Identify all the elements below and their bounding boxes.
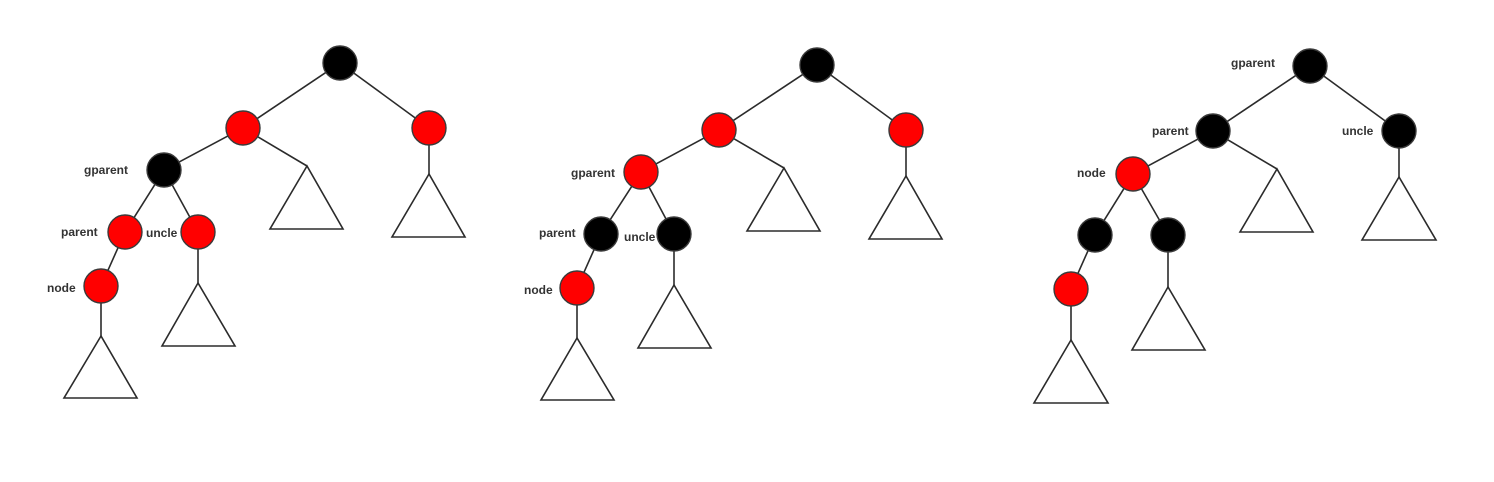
tree-edge	[353, 72, 416, 119]
tree-node-red	[888, 112, 924, 148]
tree-edge	[1077, 250, 1089, 274]
subtree-edge	[733, 137, 785, 169]
uncle-node-black	[1381, 113, 1417, 149]
node-label: node	[47, 281, 76, 295]
tree-edge	[1140, 188, 1161, 221]
parent-label: parent	[1152, 124, 1189, 138]
parent-label: parent	[539, 226, 576, 240]
subtree-edge	[1227, 138, 1278, 170]
tree-diagram-2: gparent parent uncle node	[524, 47, 944, 401]
gparent-label: gparent	[84, 163, 128, 177]
tree-edge	[256, 71, 327, 120]
subtree-edge	[257, 135, 308, 167]
tree-node-black	[1077, 217, 1113, 253]
subtree-triangle	[867, 174, 944, 240]
subtree-triangle	[539, 336, 616, 401]
tree-node-red	[701, 112, 737, 148]
parent-node-black	[583, 216, 619, 252]
uncle-label: uncle	[1342, 124, 1374, 138]
tree-node-black	[799, 47, 835, 83]
tree-diagram-3: gparent parent uncle node	[1032, 48, 1438, 404]
parent-node-black	[1195, 113, 1231, 149]
tree-edge	[830, 74, 893, 121]
node-label: node	[1077, 166, 1106, 180]
subtree-triangle	[160, 281, 237, 347]
tree-edge	[648, 186, 667, 220]
tree-node-red	[411, 110, 447, 146]
tree-edge	[1323, 75, 1386, 122]
tree-edge	[1147, 138, 1199, 167]
node-label: node	[524, 283, 553, 297]
tree-diagram-1: gparent parent uncle node	[47, 45, 467, 399]
subtree-triangle	[1360, 175, 1438, 241]
gparent-node-black	[146, 152, 182, 188]
subtree-triangle	[1130, 285, 1207, 351]
uncle-label: uncle	[146, 226, 178, 240]
tree-edge	[107, 247, 119, 271]
subtree-triangle	[390, 172, 467, 238]
gparent-node-red	[623, 154, 659, 190]
subtree-triangle	[636, 283, 713, 349]
tree-edge	[732, 73, 804, 122]
tree-edge	[178, 135, 229, 163]
tree-edge	[609, 185, 633, 221]
uncle-node-black	[656, 216, 692, 252]
subtree-triangle	[268, 164, 345, 230]
tree-node-black	[322, 45, 358, 81]
parent-node-red	[107, 214, 143, 250]
gparent-label: gparent	[571, 166, 615, 180]
tree-edge	[171, 184, 191, 218]
parent-label: parent	[61, 225, 98, 239]
tree-edge	[583, 249, 595, 273]
tree-edge	[1103, 188, 1125, 221]
subtree-triangle	[1032, 338, 1110, 404]
node-node-red	[1115, 156, 1151, 192]
uncle-label: uncle	[624, 230, 656, 244]
node-node-red	[559, 270, 595, 306]
subtree-triangle	[1238, 167, 1315, 233]
tree-node-red	[225, 110, 261, 146]
tree-edge	[655, 137, 705, 165]
uncle-node-red	[180, 214, 216, 250]
gparent-node-black	[1292, 48, 1328, 84]
subtree-triangle	[745, 166, 822, 232]
node-node-red	[83, 268, 119, 304]
tree-edge	[133, 183, 156, 219]
tree-node-red	[1053, 271, 1089, 307]
subtree-triangle	[62, 334, 139, 399]
gparent-label: gparent	[1231, 56, 1275, 70]
tree-edge	[1226, 74, 1297, 123]
tree-node-black	[1150, 217, 1186, 253]
